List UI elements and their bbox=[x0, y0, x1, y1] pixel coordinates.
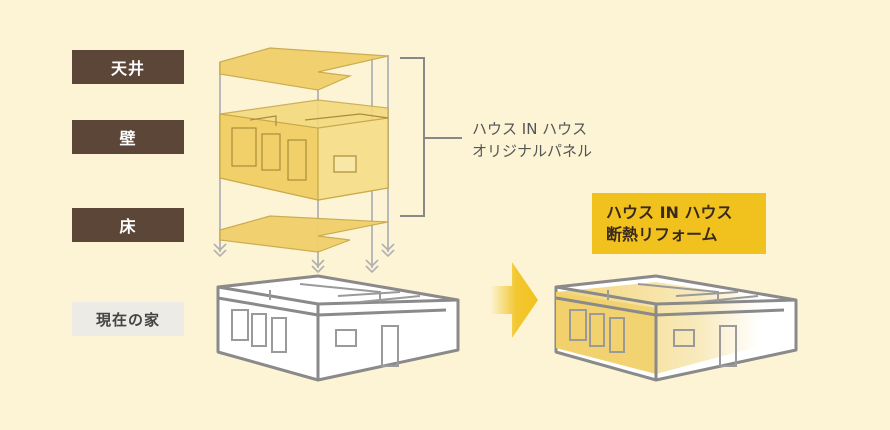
ceiling-label: 天井 bbox=[72, 50, 184, 84]
transform-arrow-icon bbox=[490, 262, 538, 338]
current-house-label: 現在の家 bbox=[72, 302, 184, 336]
current-house-interior bbox=[231, 283, 421, 367]
panel-caption-line2: オリジナルパネル bbox=[472, 142, 593, 160]
ceiling-panel bbox=[219, 47, 389, 91]
wall-label: 壁 bbox=[72, 120, 184, 154]
floor-panel bbox=[219, 215, 389, 253]
down-chevron-icons bbox=[213, 243, 395, 274]
floor-label: 床 bbox=[72, 208, 184, 242]
panel-bracket bbox=[400, 57, 425, 217]
panel-caption: ハウス IN ハウス オリジナルパネル bbox=[472, 118, 592, 162]
reform-line1: ハウス IN ハウス bbox=[606, 202, 733, 222]
reform-badge: ハウス IN ハウス 断熱リフォーム bbox=[592, 193, 766, 254]
reformed-house bbox=[554, 274, 798, 382]
reform-line2: 断熱リフォーム bbox=[606, 224, 718, 244]
current-house bbox=[216, 274, 460, 382]
panel-caption-line1: ハウス IN ハウス bbox=[472, 120, 588, 138]
wall-panel bbox=[219, 99, 389, 201]
